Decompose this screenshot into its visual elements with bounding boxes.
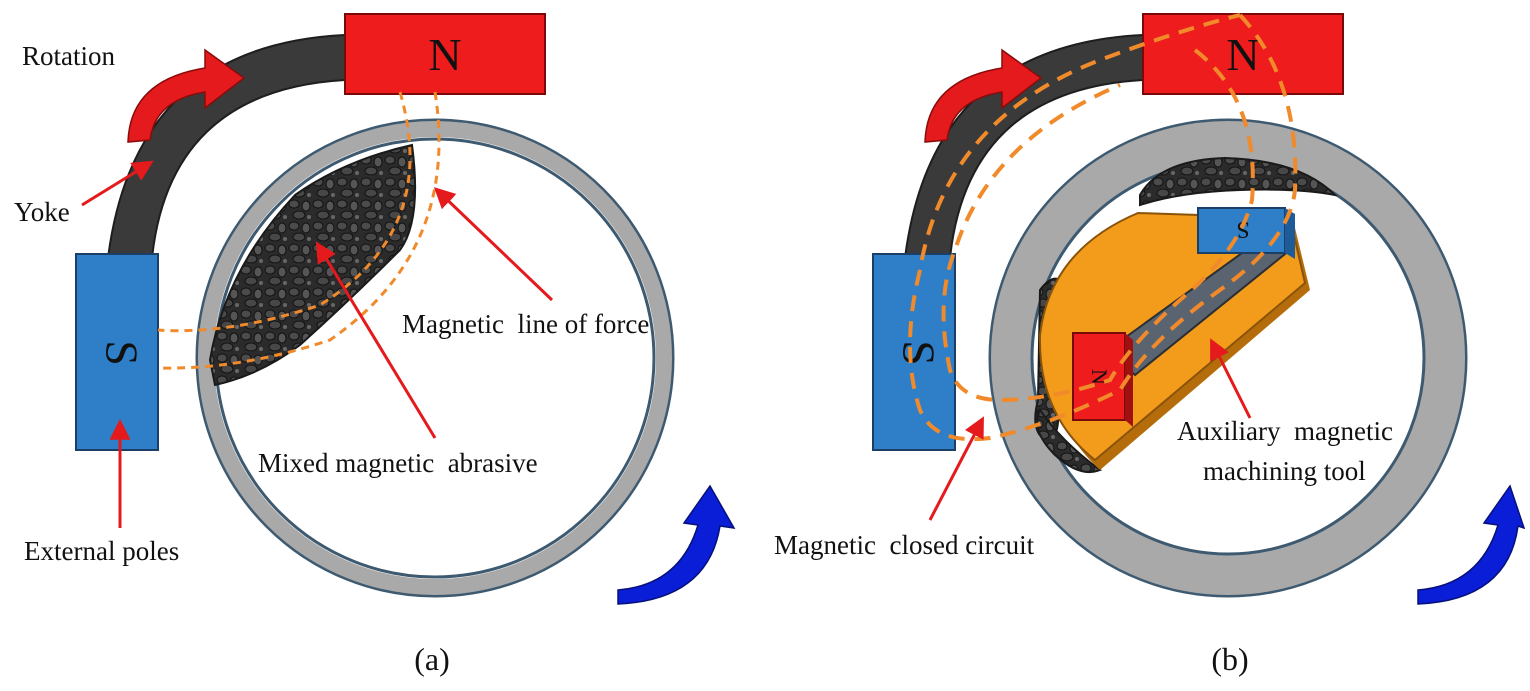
pole-n-b-label: N (1226, 29, 1259, 80)
rotation-arrow-blue-b (1417, 484, 1526, 605)
field-line-a-outer (157, 91, 412, 333)
pole-s-b (872, 253, 956, 451)
closed-circuit-outer (908, 13, 1298, 442)
panel-b: N S S N Auxiliary magnetic machini (774, 13, 1526, 677)
tool-pole-s-label: S (1236, 216, 1249, 242)
abrasive-cluster-a (208, 143, 417, 387)
callout-tool-arrow (1210, 338, 1252, 419)
pole-s-a-label: S (96, 340, 147, 366)
pole-n-a-label: N (428, 29, 461, 80)
field-line-a-inner (157, 91, 441, 370)
callout-abrasive-arrow (315, 241, 437, 439)
workpiece-tube-a-wall (198, 121, 672, 595)
abrasive-cluster-b-top (1139, 156, 1339, 207)
label-rotation: Rotation (22, 41, 115, 71)
label-yoke: Yoke (14, 197, 70, 227)
label-abrasive: Mixed magnetic abrasive (258, 448, 538, 478)
caption-b: (b) (1211, 641, 1248, 677)
pole-n-a (344, 13, 546, 95)
label-external-poles: External poles (24, 536, 179, 566)
pole-n-b (1142, 13, 1344, 95)
pole-s-a (75, 253, 159, 451)
callout-closed-circuit-arrow (928, 416, 984, 521)
closed-circuit-inner (941, 48, 1255, 403)
rotation-arrow-red-b (924, 48, 1043, 143)
pole-s-b-label: S (893, 340, 944, 366)
panel-a: N S Rotation Yoke Magnetic line of force… (14, 13, 736, 677)
label-line-of-force: Magnetic line of force (402, 309, 649, 339)
rotation-arrow-blue-a (617, 484, 736, 605)
label-tool-line1: Auxiliary magnetic (1177, 416, 1393, 446)
callout-line-of-force-arrow (433, 187, 554, 302)
label-tool-line2: machining tool (1203, 456, 1366, 486)
workpiece-tube-b-wall (991, 121, 1465, 595)
rotation-arrow-red-a (127, 48, 246, 143)
label-closed-circuit: Magnetic closed circuit (774, 530, 1035, 560)
callout-yoke-arrow (81, 160, 154, 207)
caption-a: (a) (414, 641, 450, 677)
abrasive-cluster-b-bottom (1036, 408, 1103, 474)
